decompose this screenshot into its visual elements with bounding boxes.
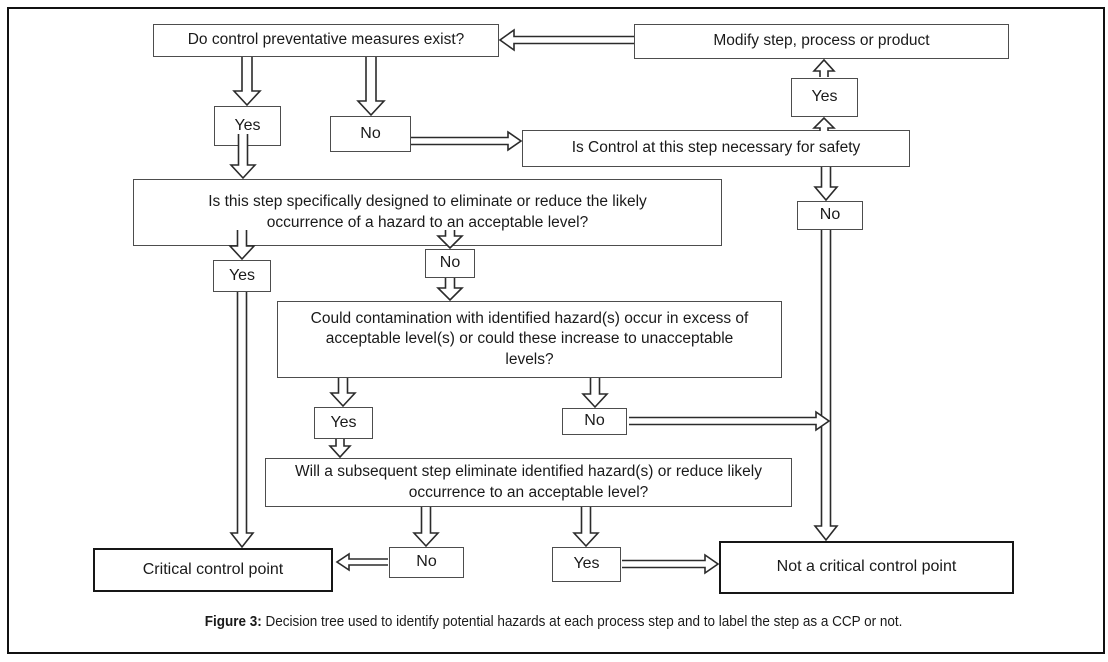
node-yes4: Yes xyxy=(314,407,373,439)
arrow-no2-to-notccp xyxy=(813,230,839,542)
node-no4: No xyxy=(562,408,627,435)
node-yes2: Yes xyxy=(791,78,858,117)
node-no3: No xyxy=(425,249,475,278)
arrow-yes3-to-ccp xyxy=(229,292,255,549)
node-no5: No xyxy=(389,547,464,578)
node-yes3: Yes xyxy=(213,260,271,292)
arrow-q3-to-yes4 xyxy=(329,378,357,408)
figure-caption: Figure 3: Decision tree used to identify… xyxy=(0,613,1108,630)
node-not-critical-control-point: Not a critical control point xyxy=(719,541,1014,594)
node-q3-contamination: Could contamination with identified haza… xyxy=(277,301,782,378)
node-yes1: Yes xyxy=(214,106,281,146)
node-is-control-necessary: Is Control at this step necessary for sa… xyxy=(522,130,910,167)
arrow-iscontrol-to-no2 xyxy=(813,167,839,202)
arrow-q4-to-no5 xyxy=(412,507,440,548)
figure-caption-label: Figure 3: xyxy=(205,613,263,630)
node-critical-control-point: Critical control point xyxy=(93,548,333,592)
arrow-no4-to-line xyxy=(629,410,831,432)
figure-caption-text: Decision tree used to identify potential… xyxy=(262,613,903,630)
arrow-no1-to-iscontrol xyxy=(411,130,523,152)
arrow-yes2-to-modify xyxy=(812,58,836,77)
node-q1-control-measures: Do control preventative measures exist? xyxy=(153,24,499,57)
arrow-yes5-to-notccp xyxy=(622,553,720,575)
node-q4-subsequent-step: Will a subsequent step eliminate identif… xyxy=(265,458,792,507)
arrow-q1-to-yes1 xyxy=(232,57,262,107)
arrow-q4-to-yes5 xyxy=(572,507,600,548)
node-q2-step-designed: Is this step specifically designed to el… xyxy=(133,179,722,246)
arrow-no3-to-q3 xyxy=(436,278,464,302)
arrow-q1-to-no1 xyxy=(356,57,386,117)
node-yes5: Yes xyxy=(552,547,621,582)
arrow-q3-to-no4 xyxy=(581,378,609,409)
arrow-yes4-to-q4 xyxy=(328,439,352,459)
arrow-modify-to-q1 xyxy=(498,28,634,52)
node-modify-step: Modify step, process or product xyxy=(634,24,1009,59)
arrow-no5-to-ccp xyxy=(335,552,388,572)
node-no2: No xyxy=(797,201,863,230)
node-no1: No xyxy=(330,116,411,152)
